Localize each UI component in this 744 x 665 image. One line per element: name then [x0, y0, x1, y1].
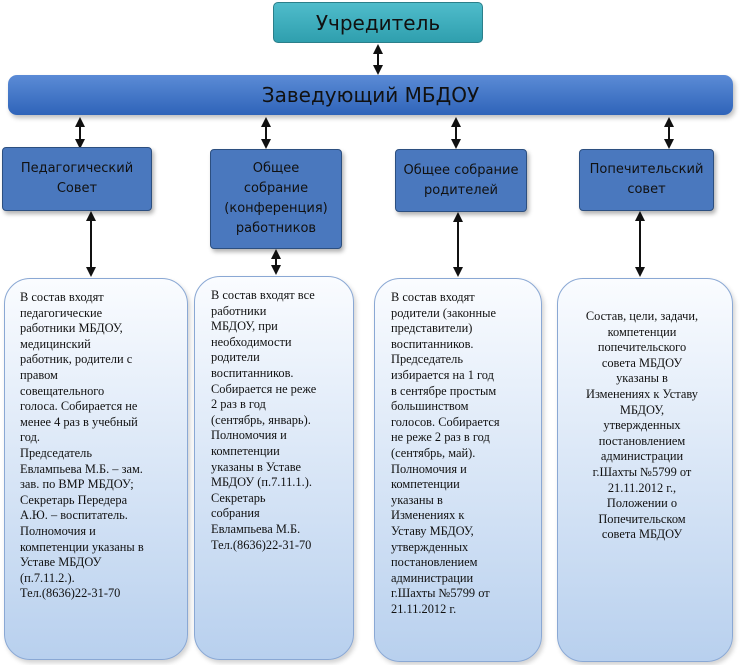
trustee-council-description: Состав, цели, задачи, компетенции попечи… [557, 278, 733, 662]
parents-meeting-description: В состав входят родители (законные предс… [374, 278, 542, 662]
parents-meeting-box: Общее собрание родителей [395, 149, 527, 212]
pedagogical-council-title: Педагогический Совет [20, 161, 134, 196]
trustee-council-title: Попечительский совет [589, 162, 704, 197]
trustee-council-box: Попечительский совет [579, 149, 714, 211]
staff-meeting-description: В состав входят все работники МБДОУ, при… [194, 276, 354, 660]
founder-box: Учредитель [273, 2, 483, 43]
staff-meeting-title: Общее собрание (конференция) работников [224, 161, 328, 236]
head-label: Заведующий МБДОУ [261, 83, 480, 107]
parents-meeting-title: Общее собрание родителей [403, 162, 519, 198]
pedagogical-council-box: Педагогический Совет [2, 147, 152, 211]
head-box: Заведующий МБДОУ [8, 75, 733, 115]
founder-label: Учредитель [315, 10, 441, 35]
staff-meeting-box: Общее собрание (конференция) работников [210, 149, 342, 249]
pedagogical-council-description: В состав входят педагогические работники… [4, 278, 188, 660]
